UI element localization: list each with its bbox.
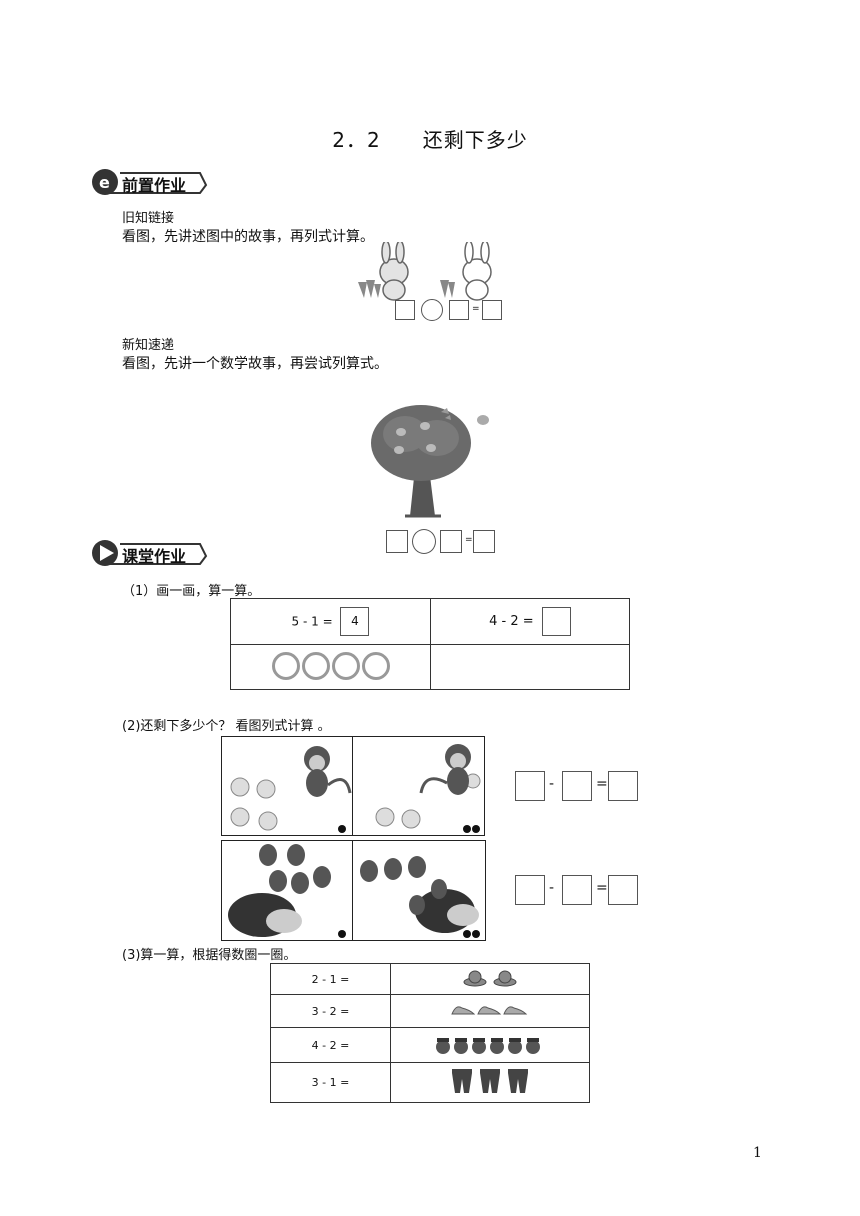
drawn-circle <box>271 651 300 680</box>
q1-left-expression: 5 - 1 = <box>291 614 333 629</box>
q2-peach-box-2[interactable] <box>562 771 592 801</box>
drawn-circles <box>271 651 391 683</box>
count-dot <box>338 930 346 938</box>
q1-left-drawing <box>230 644 431 690</box>
q3-prompt: (3)算一算，根据得数圈一圈。 <box>122 948 297 963</box>
pants-icons <box>452 1069 528 1093</box>
q2-peach-minus: - <box>549 776 555 792</box>
count-dot <box>463 825 471 833</box>
hat-icons <box>463 970 517 986</box>
new-equals-sign: = <box>465 535 473 545</box>
acorn-icons <box>436 1037 540 1054</box>
peach-panel-before <box>221 736 354 836</box>
count-dot <box>463 930 471 938</box>
q3-expression: 3 - 2 = <box>270 994 391 1028</box>
monkey-peaches-picture <box>230 746 352 831</box>
strawberry-panel-before <box>221 840 354 941</box>
hedgehog-strawberries-picture <box>228 844 331 937</box>
new-answer-box-1[interactable] <box>386 530 408 553</box>
q1-right-cell: 4 - 2 = <box>430 598 630 645</box>
monkey-peaches-picture <box>375 744 481 829</box>
q2-strawberry-box-1[interactable] <box>515 875 545 905</box>
section-badge-pre: e 前置作业 <box>90 167 210 197</box>
old-answer-box-2[interactable] <box>449 300 469 320</box>
q2-strawberry-box-3[interactable] <box>608 875 638 905</box>
q3-hats-cell[interactable] <box>390 963 590 995</box>
peach-panel-after <box>352 736 485 836</box>
q3-expression: 4 - 2 = <box>270 1027 391 1063</box>
rabbits-carrots-picture <box>358 242 492 301</box>
new-answer-box-3[interactable] <box>473 530 495 553</box>
shoe-icons <box>451 1005 528 1014</box>
q3-pants-cell[interactable] <box>390 1062 590 1103</box>
q1-right-answer-box[interactable] <box>541 607 571 636</box>
tree-birds-picture <box>371 405 489 518</box>
q2-peach-box-3[interactable] <box>608 771 638 801</box>
count-dot <box>472 930 480 938</box>
drawn-circle <box>361 651 390 680</box>
q1-table: 5 - 1 = 4 4 - 2 = <box>230 598 630 690</box>
drawn-circle <box>331 651 360 680</box>
q3-table: 2 - 1 = 3 - 2 = 4 - 2 = <box>270 963 590 1103</box>
new-knowledge-label: 新知速递 <box>122 338 175 353</box>
badge-icon: e <box>92 169 208 195</box>
q2-peach-equals: = <box>596 776 608 792</box>
svg-text:e: e <box>99 173 110 192</box>
q1-left-answer-box[interactable]: 4 <box>340 607 370 636</box>
new-operator-circle[interactable] <box>412 529 436 554</box>
new-knowledge-instruction: 看图，先讲一个数学故事，再尝试列算式。 <box>122 356 388 372</box>
old-knowledge-instruction: 看图，先讲述图中的故事，再列式计算。 <box>122 229 374 245</box>
old-knowledge-label: 旧知链接 <box>122 211 175 226</box>
q1-prompt: （1）画一画，算一算。 <box>122 584 261 599</box>
count-dot <box>338 825 346 833</box>
page-title: 2．2 还剩下多少 <box>332 128 528 152</box>
old-operator-circle[interactable] <box>421 299 443 321</box>
q3-expression: 2 - 1 = <box>270 963 391 995</box>
drawn-circle <box>301 651 330 680</box>
page-number: 1 <box>753 1145 762 1161</box>
q1-right-expression: 4 - 2 = <box>489 614 534 629</box>
old-equals-sign: = <box>472 304 480 314</box>
q2-strawberry-box-2[interactable] <box>562 875 592 905</box>
q1-left-cell: 5 - 1 = 4 <box>230 598 431 645</box>
play-icon <box>92 540 208 566</box>
old-answer-box-1[interactable] <box>395 300 415 320</box>
badge-label: 课堂作业 <box>122 547 187 566</box>
new-answer-box-2[interactable] <box>440 530 462 553</box>
q1-right-drawing-area[interactable] <box>430 644 630 690</box>
strawberry-panel-after <box>352 840 486 941</box>
count-dot <box>472 825 480 833</box>
badge-label: 前置作业 <box>122 176 187 195</box>
q2-strawberry-minus: - <box>549 880 555 896</box>
q2-strawberry-equals: = <box>596 880 608 896</box>
old-answer-box-3[interactable] <box>482 300 502 320</box>
q2-peach-box-1[interactable] <box>515 771 545 801</box>
q3-acorns-cell[interactable] <box>390 1027 590 1063</box>
section-badge-class: 课堂作业 <box>90 538 210 568</box>
q3-shoes-cell[interactable] <box>390 994 590 1028</box>
q3-expression: 3 - 1 = <box>270 1062 391 1103</box>
q1-left-answer: 4 <box>351 614 359 628</box>
q2-prompt: (2)还剩下多少个？ 看图列式计算 。 <box>122 719 331 734</box>
hedgehog-strawberries-picture <box>360 856 479 933</box>
